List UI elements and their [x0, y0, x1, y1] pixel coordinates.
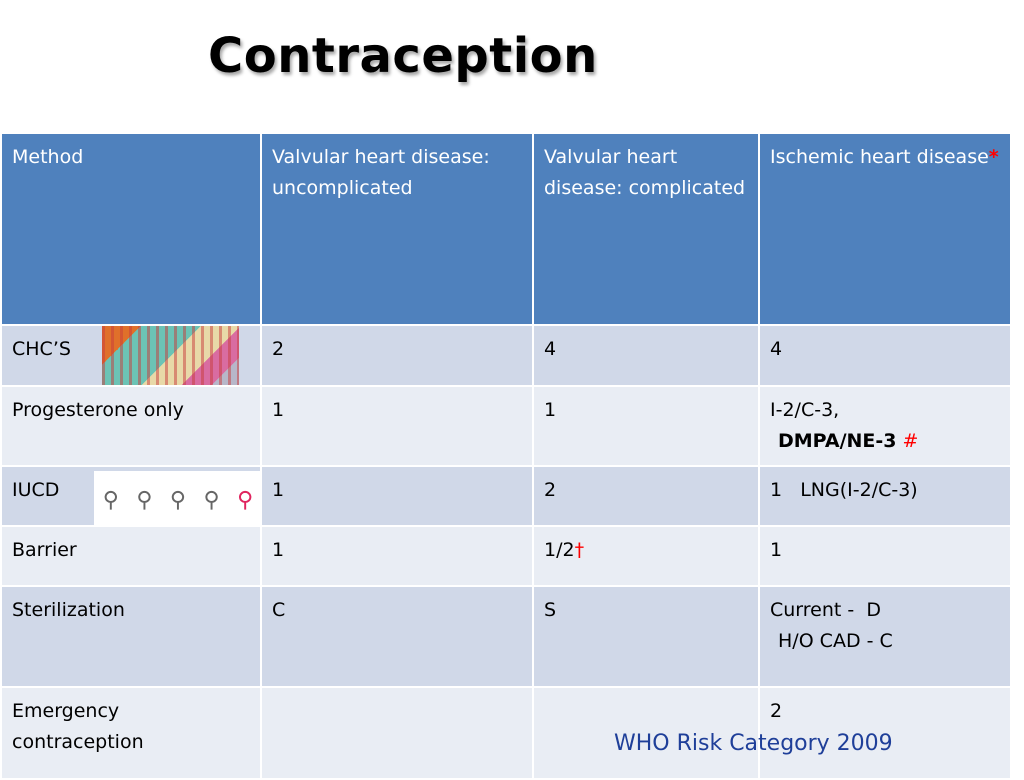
vhd-complicated-value: 1/2 [544, 539, 575, 561]
method-cell: Barrier [0, 525, 262, 587]
table-row: Emergency contraception 2 [0, 686, 1012, 780]
ihd-line-2: H/O CAD - C [778, 630, 893, 652]
ihd-cell: 1 [758, 525, 1012, 587]
vhd-uncomplicated-cell [260, 686, 534, 780]
vhd-complicated-cell: S [532, 585, 760, 688]
header-ihd-label: Ischemic heart disease [770, 146, 989, 168]
vhd-uncomplicated-cell: 1 [260, 385, 534, 467]
vhd-complicated-cell: 2 [532, 465, 760, 527]
table-row: IUCD ⚲⚲⚲⚲⚲ 1 2 1 LNG(I-2/C-3) [0, 465, 1012, 527]
asterisk-marker: * [988, 146, 999, 168]
ihd-cell: 2 [758, 686, 1012, 780]
table-row: CHC’S 2 4 4 [0, 324, 1012, 387]
vhd-uncomplicated-cell: 2 [260, 324, 534, 387]
method-cell: IUCD ⚲⚲⚲⚲⚲ [0, 465, 262, 527]
ihd-line-1: Current - D [770, 599, 881, 621]
vhd-complicated-cell: 4 [532, 324, 760, 387]
ihd-cell: 4 [758, 324, 1012, 387]
ihd-line-2: DMPA/NE-3 [778, 430, 897, 452]
pill-packs-image [102, 327, 239, 384]
footnote-who-risk-category: WHO Risk Category 2009 [614, 731, 893, 756]
who-risk-table: Method Valvular heart disease: uncomplic… [0, 132, 1012, 780]
vhd-complicated-cell: 1/2† [532, 525, 760, 587]
slide-title: Contraception [208, 28, 598, 84]
table-row: Sterilization C S Current - D H/O CAD - … [0, 585, 1012, 688]
table-row: Barrier 1 1/2† 1 [0, 525, 1012, 587]
header-ihd: Ischemic heart disease* [758, 132, 1012, 326]
dagger-marker: † [574, 539, 585, 561]
table-header-row: Method Valvular heart disease: uncomplic… [0, 132, 1012, 326]
table-row: Progesterone only 1 1 I-2/C-3, DMPA/NE-3… [0, 385, 1012, 467]
method-cell: Sterilization [0, 585, 262, 688]
method-label: IUCD [12, 479, 60, 501]
ihd-cell: Current - D H/O CAD - C [758, 585, 1012, 688]
hash-marker: # [902, 430, 919, 452]
method-cell: Progesterone only [0, 385, 262, 467]
method-cell: Emergency contraception [0, 686, 262, 780]
vhd-uncomplicated-cell: C [260, 585, 534, 688]
iud-devices-image: ⚲⚲⚲⚲⚲ [94, 471, 259, 524]
vhd-uncomplicated-cell: 1 [260, 525, 534, 587]
header-vhd-complicated: Valvular heart disease: complicated [532, 132, 760, 326]
method-cell: CHC’S [0, 324, 262, 387]
ihd-line-1: I-2/C-3, [770, 399, 840, 421]
ihd-cell: 1 LNG(I-2/C-3) [758, 465, 1012, 527]
vhd-complicated-cell: 1 [532, 385, 760, 467]
header-method: Method [0, 132, 262, 326]
vhd-uncomplicated-cell: 1 [260, 465, 534, 527]
header-vhd-uncomplicated: Valvular heart disease: uncomplicated [260, 132, 534, 326]
method-label: CHC’S [12, 338, 71, 360]
ihd-cell: I-2/C-3, DMPA/NE-3 # [758, 385, 1012, 467]
